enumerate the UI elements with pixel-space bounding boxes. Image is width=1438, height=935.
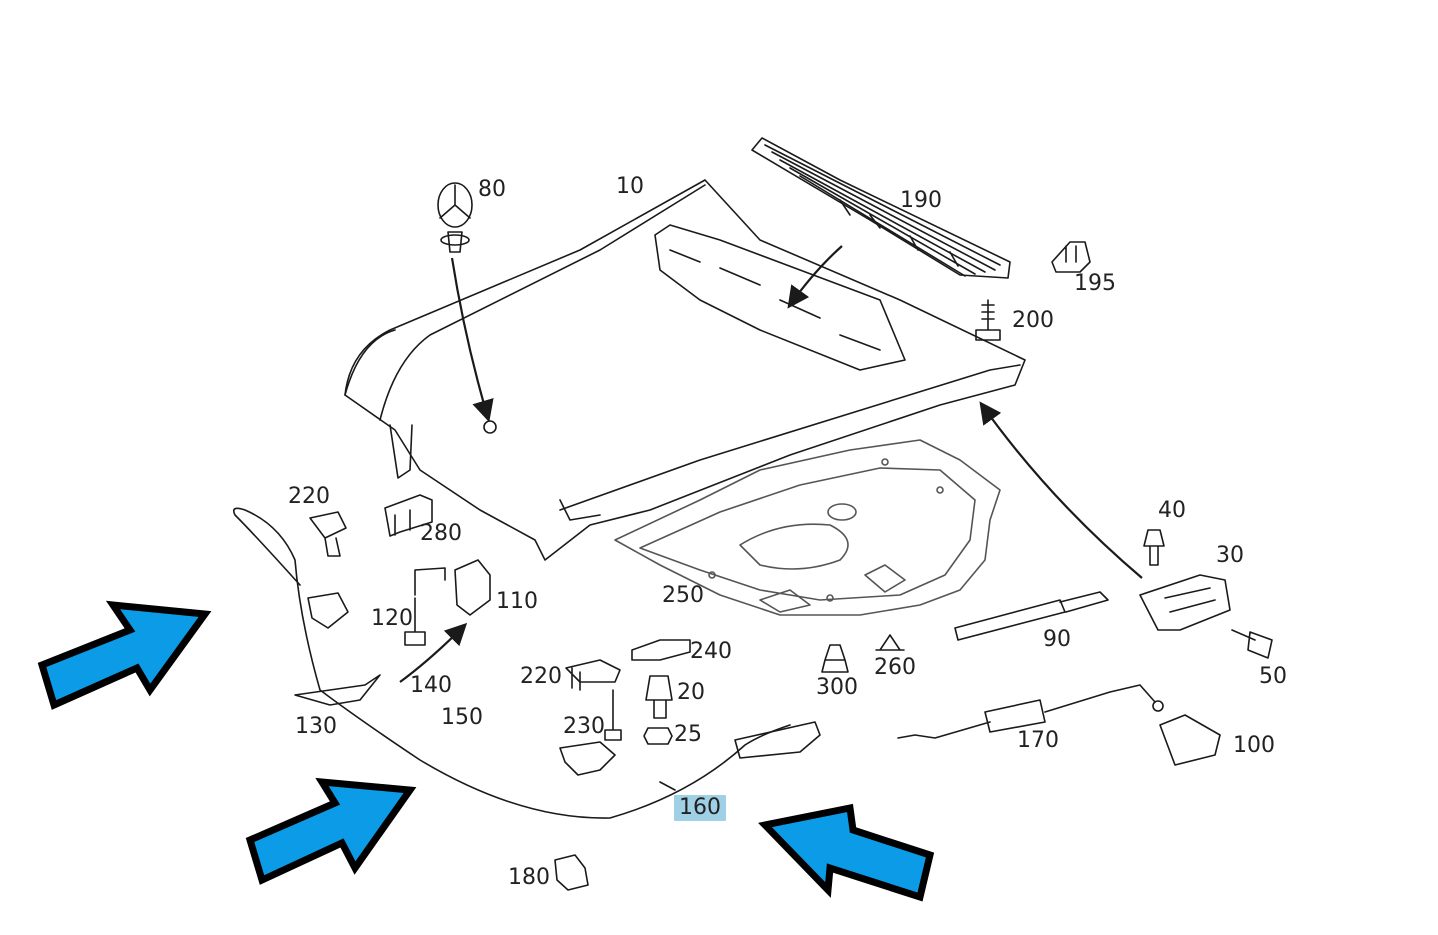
clip-180 (554, 854, 589, 891)
leader-arrow-latch (399, 622, 468, 683)
screw-200 (975, 299, 1001, 341)
label-part-50: 50 (1259, 664, 1287, 689)
label-part-20: 20 (677, 680, 705, 705)
label-part-250: 250 (662, 583, 704, 608)
bracket-110 (454, 559, 491, 616)
retainer-280 (384, 494, 433, 537)
hood (344, 179, 1026, 561)
cable-handle-160 (659, 721, 821, 791)
label-part-140: 140 (410, 673, 452, 698)
label-part-10: 10 (616, 174, 644, 199)
latch-220 (309, 511, 347, 557)
gas-strut-90 (954, 591, 1109, 641)
plate-240 (631, 639, 691, 661)
bowden-cable-170 (897, 684, 1156, 739)
latch-lower-left (307, 592, 349, 629)
label-part-150: 150 (441, 705, 483, 730)
leader-arrow-grille (787, 245, 843, 309)
bolt-230 (604, 689, 622, 741)
star-emblem (437, 182, 473, 253)
label-part-100: 100 (1233, 733, 1275, 758)
label-part-200: 200 (1012, 308, 1054, 333)
leader-arrow-hinge (979, 401, 1143, 579)
label-part-300: 300 (816, 675, 858, 700)
label-part-230: 230 (563, 714, 605, 739)
label-part-110: 110 (496, 589, 538, 614)
label-part-180: 180 (508, 865, 550, 890)
hinge-30 (1139, 574, 1231, 631)
clip-195 (1051, 241, 1091, 273)
fastener-300 (821, 644, 849, 673)
label-part-90: 90 (1043, 627, 1071, 652)
latch-220b (565, 659, 621, 691)
leader-arrow-emblem (450, 257, 494, 423)
label-part-120: 120 (371, 606, 413, 631)
callout-arrow-right (758, 803, 935, 902)
bolt-50 (1231, 629, 1273, 659)
label-part-280: 280 (420, 521, 462, 546)
latch-100 (1159, 714, 1221, 766)
label-part-190: 190 (900, 188, 942, 213)
label-part-195: 195 (1074, 271, 1116, 296)
buffer-20 (645, 675, 673, 719)
clip-260 (875, 634, 905, 651)
label-part-160-highlighted: 160 (674, 795, 726, 821)
label-part-240: 240 (690, 639, 732, 664)
label-part-25: 25 (674, 722, 702, 747)
insulation-pad (614, 439, 1001, 616)
latch-center (559, 741, 616, 776)
bolt-40 (1143, 529, 1165, 566)
label-part-30: 30 (1216, 543, 1244, 568)
label-part-80: 80 (478, 177, 506, 202)
label-part-220: 220 (288, 484, 330, 509)
bolt-120 (404, 597, 426, 646)
callout-arrow-bottom (245, 777, 417, 885)
label-part-220b: 220 (520, 664, 562, 689)
cowl-grille (751, 137, 1011, 279)
label-part-130: 130 (295, 714, 337, 739)
nut-25 (643, 727, 673, 745)
label-part-170: 170 (1017, 728, 1059, 753)
release-cable (232, 507, 791, 819)
label-part-260: 260 (874, 655, 916, 680)
callout-arrow-left (37, 600, 212, 710)
label-part-40: 40 (1158, 498, 1186, 523)
